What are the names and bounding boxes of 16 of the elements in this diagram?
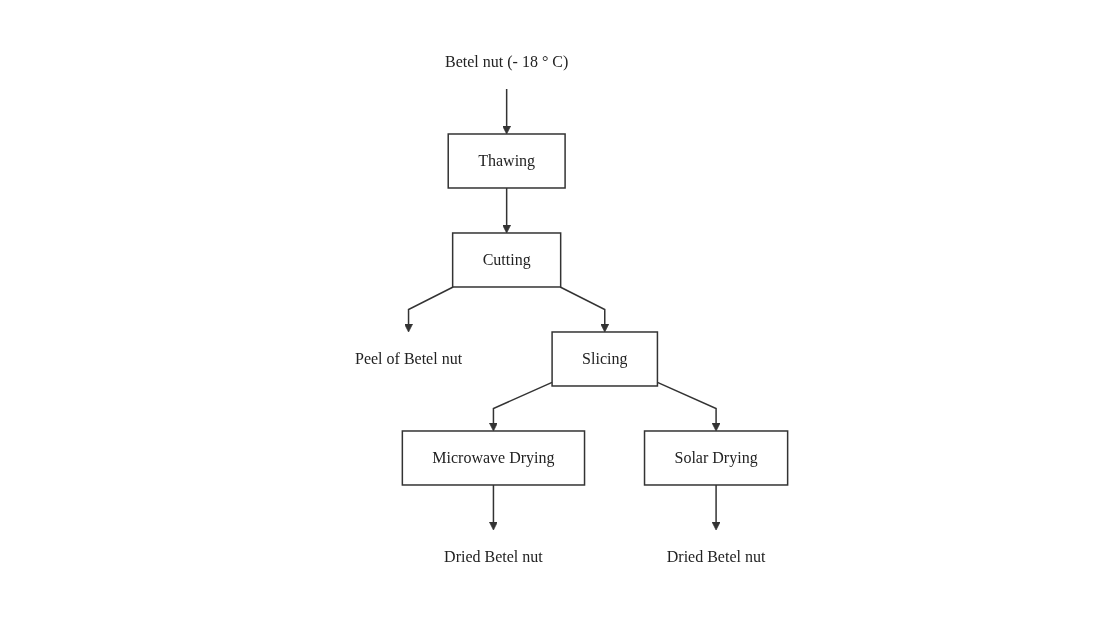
arrow	[502, 87, 511, 134]
node-text: Dried Betel nut	[443, 547, 543, 565]
node-text: Betel nut (- 18 ° C)	[444, 52, 569, 70]
node-box: Cutting	[451, 231, 562, 288]
node-box: Slicing	[551, 330, 658, 387]
node-box: Thawing	[447, 132, 566, 189]
arrow	[502, 186, 511, 233]
node-box: Microwave Drying	[401, 429, 586, 486]
arrow	[403, 285, 454, 332]
arrow	[711, 483, 721, 530]
arrow	[488, 483, 498, 530]
node-box: Solar Drying	[643, 429, 789, 486]
arrow	[656, 381, 721, 431]
node-text: Peel of Betel nut	[354, 349, 462, 367]
arrow	[559, 285, 609, 332]
node-text: Dried Betel nut	[666, 547, 766, 565]
